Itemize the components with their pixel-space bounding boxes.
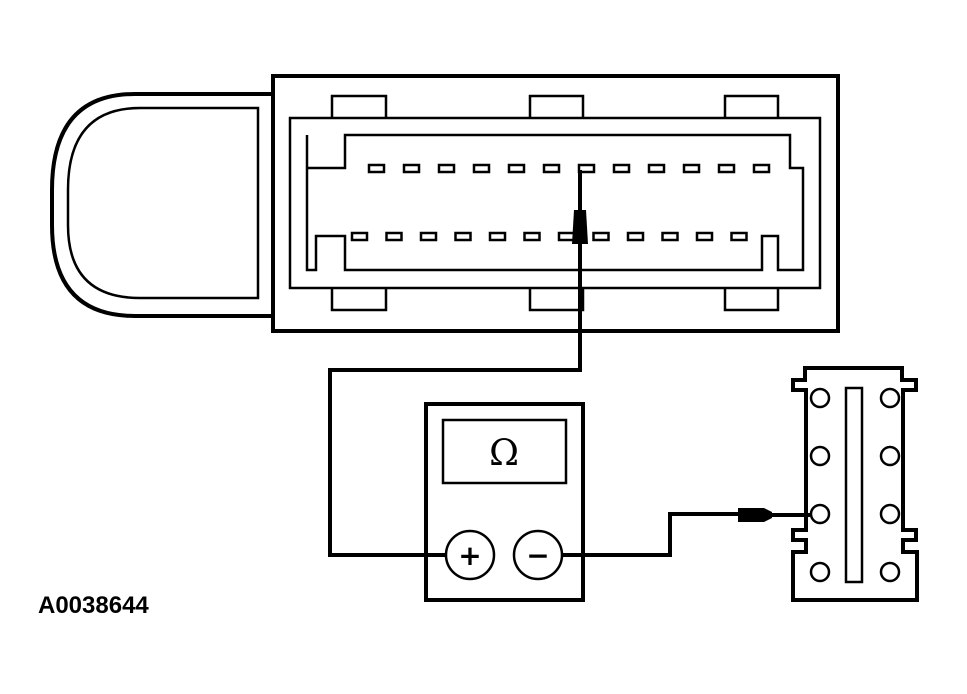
figure-id-label: A0038644 [38, 592, 149, 619]
pin-bottom-2 [385, 231, 403, 242]
probe-body [572, 210, 588, 244]
module-hole-4-2 [879, 561, 901, 583]
connector-housing-inner [66, 106, 260, 300]
pin-top-10 [682, 163, 701, 174]
pin-bottom-12 [730, 231, 748, 242]
negative-terminal-label: − [526, 539, 549, 572]
pin-row-bottom [350, 231, 748, 242]
pin-bottom-10 [661, 231, 679, 242]
negative-terminal[interactable]: − [512, 529, 564, 581]
latch-tab-top-2 [528, 94, 585, 118]
connector-face [288, 116, 822, 290]
connector-housing-outer [50, 92, 273, 318]
pin-top-11 [717, 163, 736, 174]
pin-bottom-1 [350, 231, 369, 242]
module-hole-1-1 [809, 387, 831, 409]
module-hole-grid [809, 387, 901, 583]
module-connector-outline [791, 366, 919, 602]
connector-body [271, 74, 840, 333]
pin-bottom-4 [454, 231, 472, 242]
pin-bottom-8 [592, 231, 610, 242]
pin-bottom-3 [419, 231, 438, 242]
module-hole-3-1 [809, 503, 831, 525]
pin-top-12 [752, 163, 771, 174]
pin-top-4 [472, 163, 491, 174]
probe-body-2 [738, 508, 772, 522]
pin-bottom-9 [626, 231, 645, 242]
positive-lead [328, 244, 582, 557]
pin-top-8 [612, 163, 631, 174]
latch-tab-bottom-1 [330, 288, 388, 312]
negative-lead [562, 512, 738, 557]
pin-top-3 [437, 163, 456, 174]
pin-top-6 [542, 163, 561, 174]
probe-tip-module [738, 508, 810, 522]
ohm-symbol: Ω [489, 433, 519, 474]
pin-bottom-5 [488, 231, 507, 242]
latch-tab-bottom-2 [528, 288, 585, 312]
pin-top-1 [367, 163, 386, 174]
harness-connector [50, 74, 840, 333]
module-hole-3-2 [879, 503, 901, 525]
pin-top-9 [647, 163, 666, 174]
pin-row-top [367, 163, 771, 174]
latch-tab-top-1 [330, 94, 388, 118]
pin-bottom-7 [557, 231, 576, 242]
meter-display [441, 418, 568, 485]
connector-cavity [305, 133, 805, 272]
positive-terminal-label: + [458, 539, 481, 572]
pin-bottom-6 [523, 231, 541, 242]
module-center-slot [844, 386, 864, 584]
latch-tab-bottom-3 [723, 288, 780, 312]
module-hole-2-1 [809, 445, 831, 467]
positive-terminal[interactable]: + [444, 529, 496, 581]
meter-case [424, 402, 585, 602]
latch-tab-top-3 [723, 94, 780, 118]
module-hole-1-2 [879, 387, 901, 409]
pin-top-2 [402, 163, 421, 174]
ohmmeter: Ω + − [424, 402, 585, 602]
pin-top-7 [577, 163, 596, 174]
pin-top-5 [507, 163, 526, 174]
module-hole-2-2 [879, 445, 901, 467]
module-connector [791, 366, 919, 602]
module-hole-4-1 [809, 561, 831, 583]
pin-bottom-11 [695, 231, 714, 242]
probe-tip-connector [572, 170, 588, 244]
